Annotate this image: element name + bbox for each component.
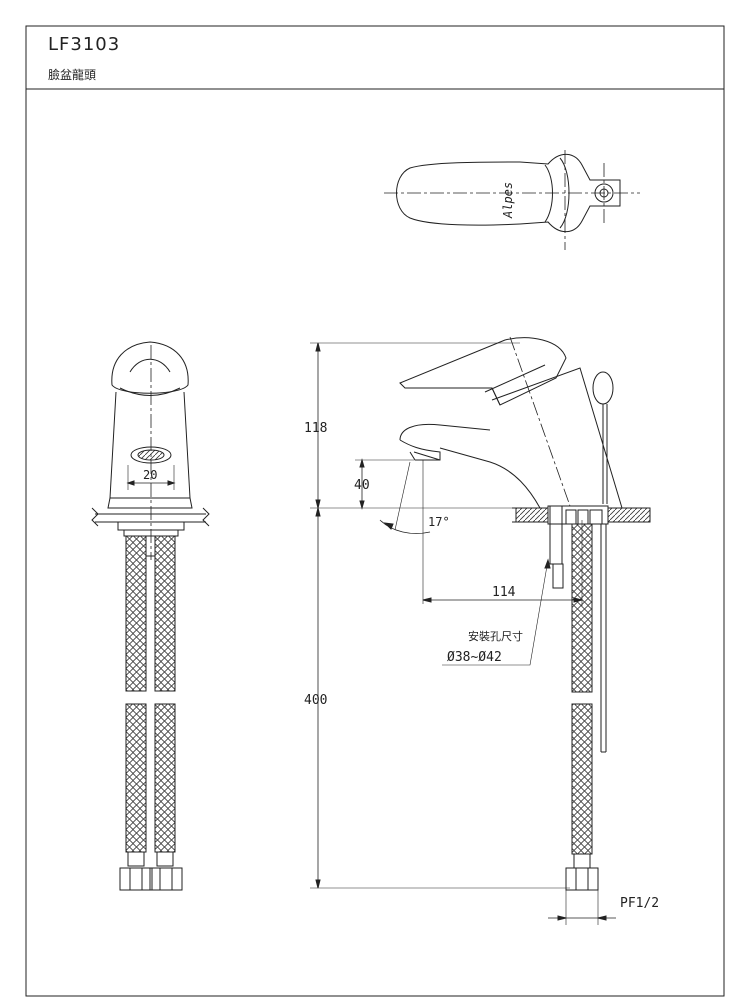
dim-angle: 17°	[428, 515, 450, 529]
dim-total-height: 118	[304, 421, 327, 436]
title-block: LF3103 臉盆龍頭	[26, 26, 724, 89]
model-code: LF3103	[48, 34, 121, 55]
brand-logo: Alpes	[501, 182, 515, 219]
sheet-border	[25, 25, 725, 997]
product-name: 臉盆龍頭	[48, 68, 97, 82]
mounting-hole-size: Ø38~Ø42	[447, 650, 502, 665]
dim-thread: PF1/2	[620, 896, 659, 911]
mounting-hole-label: 安裝孔尺寸	[468, 629, 523, 643]
front-view	[91, 341, 210, 891]
side-view	[310, 336, 651, 925]
dim-spout-width: 20	[143, 468, 157, 482]
dim-spout-height: 40	[354, 478, 370, 493]
top-view: Alpes	[384, 150, 640, 250]
dim-hose-length: 400	[304, 693, 327, 708]
dim-reach: 114	[492, 585, 516, 600]
